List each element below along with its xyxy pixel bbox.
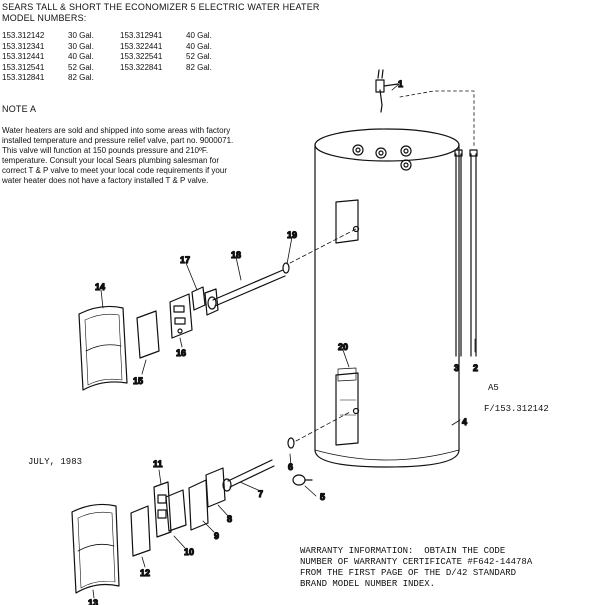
model-number: 153.322441: [120, 41, 163, 51]
warranty-line-1: WARRANTY INFORMATION: OBTAIN THE CODE: [300, 546, 506, 556]
diagram-title: SEARS TALL & SHORT THE ECONOMIZER 5 ELEC…: [2, 2, 320, 12]
part-10-insulation: [165, 489, 187, 532]
part-label-10: 10: [184, 547, 194, 557]
warranty-line-2: NUMBER OF WARRANTY CERTIFICATE #F642-144…: [300, 557, 533, 567]
model-capacity: 52 Gal.: [68, 62, 94, 72]
part-label-4: 4: [462, 417, 467, 427]
water-heater-tank: [314, 128, 460, 468]
model-number: 153.322541: [120, 52, 163, 61]
note-body: Water heaters are sold and shipped into …: [2, 126, 234, 185]
part-label-19: 19: [287, 230, 297, 240]
model-row: 153.312441 40 Gal. 153.322541 52 Gal.: [2, 52, 226, 63]
model-capacity: 30 Gal.: [68, 31, 94, 40]
model-capacity: 40 Gal.: [186, 31, 212, 40]
model-number: 153.312941: [120, 31, 163, 40]
warranty-line-3: FROM THE FIRST PAGE OF THE D/42 STANDARD: [300, 568, 517, 578]
part-label-15: 15: [133, 376, 143, 386]
lower-element-assembly: [188, 411, 351, 531]
leader-lines: [92, 83, 476, 599]
part-label-18: 18: [231, 250, 241, 260]
ref-model: F/153.312142: [484, 404, 549, 414]
model-number: 153.312541: [2, 62, 45, 72]
part-label-6: 6: [288, 462, 293, 472]
part-17-bracket: [191, 286, 206, 311]
model-numbers-heading: MODEL NUMBERS:: [2, 13, 87, 23]
part-label-12: 12: [140, 568, 150, 578]
part-label-16: 16: [176, 348, 186, 358]
ref-code: A5: [488, 383, 499, 393]
part-14-upper-cover: [78, 305, 128, 391]
model-number: 153.312142: [2, 31, 45, 40]
part-label-17: 17: [180, 255, 190, 265]
model-capacity: 82 Gal.: [186, 62, 212, 72]
part-label-11: 11: [153, 459, 163, 469]
model-number: 153.312341: [2, 41, 45, 51]
note-title: NOTE A: [2, 104, 37, 114]
part-13-lower-cover: [71, 503, 120, 594]
model-number: 153.322841: [120, 62, 163, 72]
model-number: 153.312841: [2, 73, 45, 82]
date-label: JULY, 1983: [28, 457, 83, 467]
part-label-2: 2: [473, 363, 478, 373]
model-capacity: 52 Gal.: [186, 52, 212, 61]
part-label-13: 13: [88, 598, 98, 605]
part-label-5: 5: [320, 492, 325, 502]
part-16-thermostat: [169, 293, 193, 339]
model-row: 153.312541 52 Gal. 153.322841 82 Gal.: [2, 63, 226, 74]
part-label-8: 8: [227, 514, 232, 524]
part-label-20: 20: [338, 342, 348, 352]
warranty-line-4: BRAND MODEL NUMBER INDEX.: [300, 579, 436, 589]
part-label-1: 1: [398, 79, 403, 89]
part-label-14: 14: [95, 282, 105, 292]
model-capacity: 40 Gal.: [68, 52, 94, 61]
part-5-drain-valve: [292, 474, 313, 486]
part-label-9: 9: [214, 531, 219, 541]
model-number: 153.312441: [2, 52, 45, 61]
model-table: 153.312142 30 Gal. 153.312941 40 Gal. 15…: [2, 31, 226, 84]
model-capacity: 82 Gal.: [68, 73, 94, 82]
model-row: 153.312841 82 Gal.: [2, 73, 226, 84]
model-row: 153.312142 30 Gal. 153.312941 40 Gal.: [2, 31, 226, 42]
model-capacity: 30 Gal.: [68, 41, 94, 51]
part-label-3: 3: [454, 363, 459, 373]
part-11-thermostat: [153, 481, 172, 538]
model-row: 153.312341 30 Gal. 153.322441 40 Gal.: [2, 42, 226, 53]
part-15-insulation: [136, 310, 160, 359]
part-2-3-tubes: [399, 90, 478, 357]
upper-element-assembly: [204, 228, 357, 316]
part-label-7: 7: [258, 489, 263, 499]
part-1-wiring: [375, 69, 399, 113]
part-12-bracket: [130, 505, 151, 557]
model-capacity: 40 Gal.: [186, 41, 212, 51]
